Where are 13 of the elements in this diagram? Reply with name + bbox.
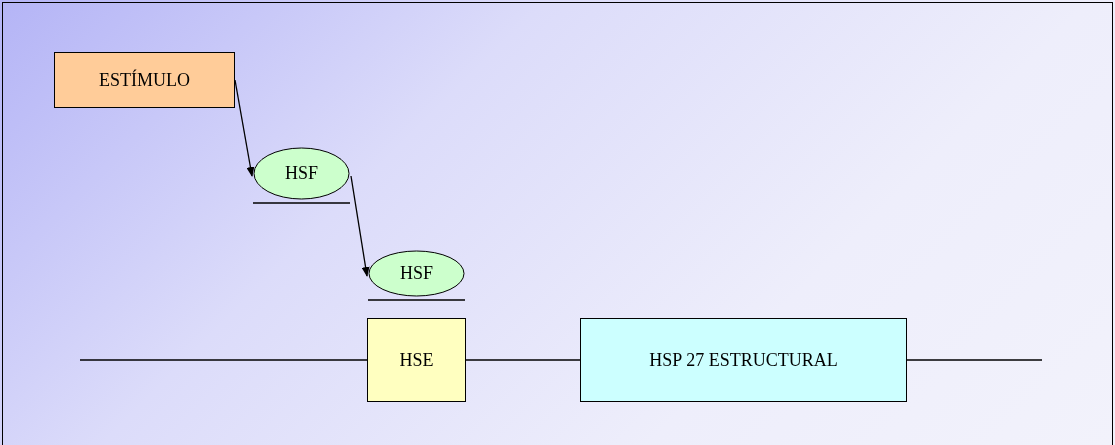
stimulus-box <box>54 52 235 108</box>
arrow <box>350 175 370 277</box>
dna-line <box>906 359 1043 361</box>
arrow <box>234 79 255 177</box>
node-label: HSE <box>399 348 434 372</box>
dna-line <box>465 359 581 361</box>
node-label: ESTÍMULO <box>99 68 190 92</box>
node-label: HSF <box>285 162 318 185</box>
node-label: HSF <box>400 262 433 285</box>
dna-line <box>79 359 368 361</box>
element-box <box>367 318 466 402</box>
gene-box <box>580 318 907 402</box>
node-label: HSP 27 ESTRUCTURAL <box>649 348 838 372</box>
